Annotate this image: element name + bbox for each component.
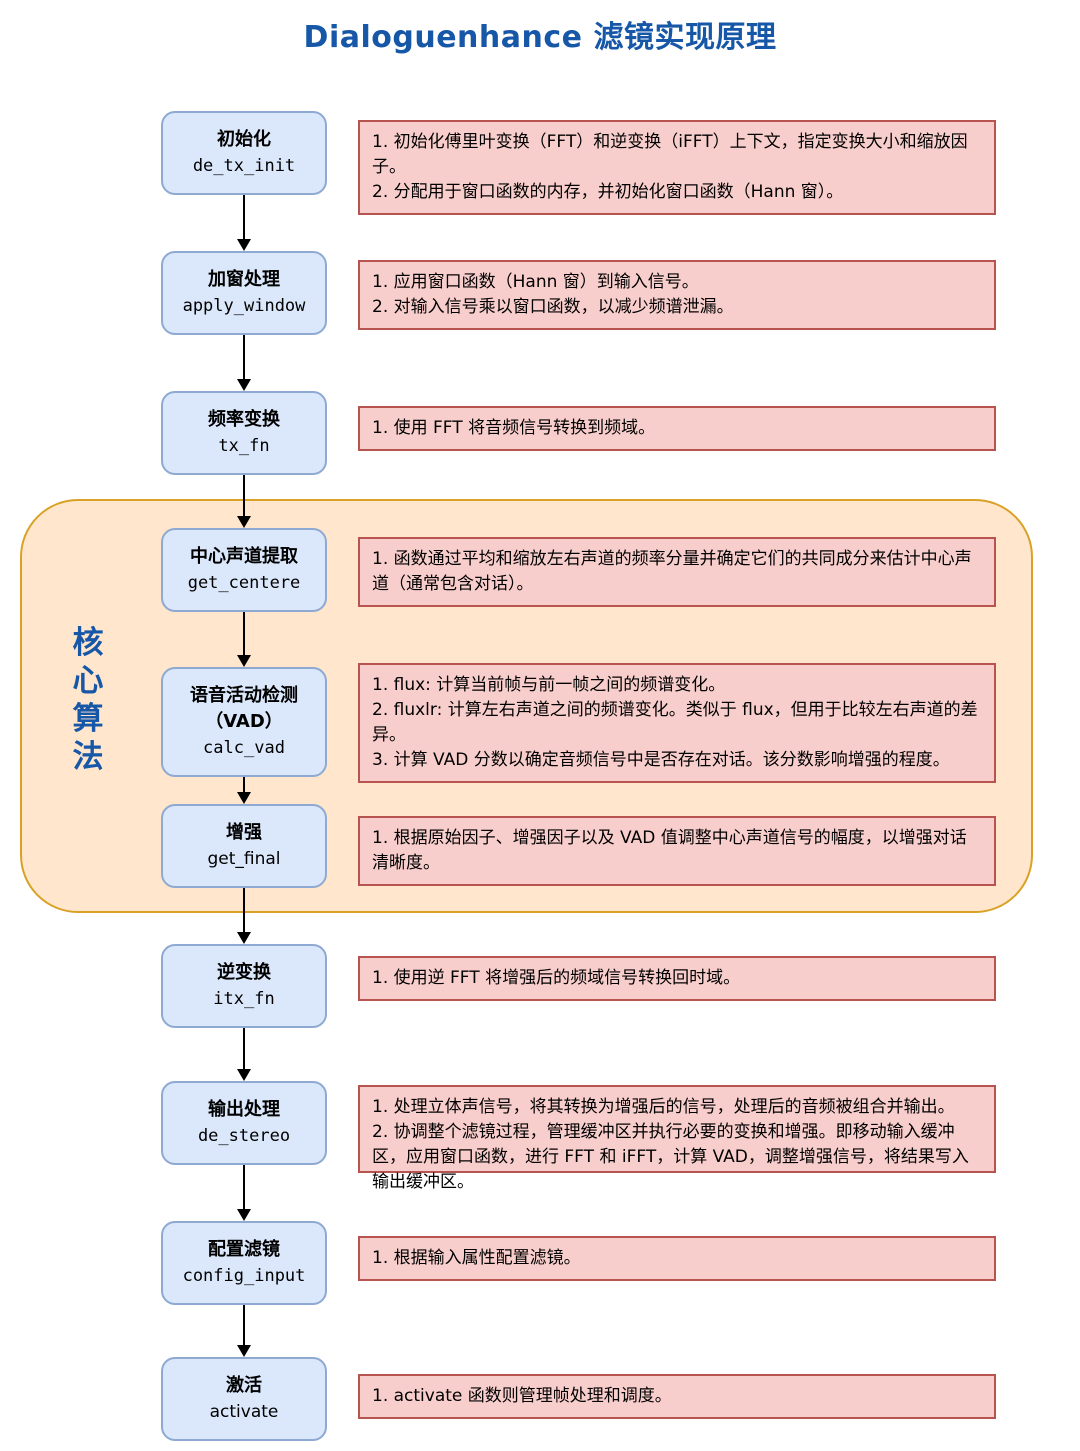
arrow-line — [243, 1028, 245, 1072]
arrow-line — [243, 335, 245, 382]
arrow-head-icon — [237, 1345, 251, 1357]
arrow-line — [243, 612, 245, 658]
node-tx-fn: 频率变换 tx_fn — [161, 391, 327, 475]
arrow-line — [243, 475, 245, 519]
node-title: 配置滤镜 — [208, 1239, 280, 1260]
node-code: calc_vad — [203, 738, 285, 758]
desc-get-centere: 1. 函数通过平均和缩放左右声道的频率分量并确定它们的共同成分来估计中心声道（通… — [358, 537, 996, 607]
flow-arrow-1 — [236, 195, 252, 251]
node-apply-window: 加窗处理 apply_window — [161, 251, 327, 335]
node-title-line2: （VAD） — [205, 711, 283, 732]
node-title: 激活 — [226, 1375, 262, 1396]
flow-arrow-9 — [236, 1305, 252, 1357]
desc-get-final: 1. 根据原始因子、增强因子以及 VAD 值调整中心声道信号的幅度，以增强对话清… — [358, 816, 996, 886]
node-title: 中心声道提取 — [190, 546, 298, 567]
desc-apply-window: 1. 应用窗口函数（Hann 窗）到输入信号。 2. 对输入信号乘以窗口函数，以… — [358, 260, 996, 330]
desc-tx-fn: 1. 使用 FFT 将音频信号转换到频域。 — [358, 406, 996, 451]
arrow-head-icon — [237, 239, 251, 251]
node-code: itx_fn — [213, 989, 275, 1009]
node-get-centere: 中心声道提取 get_centere — [161, 528, 327, 612]
node-calc-vad: 语音活动检测 （VAD） calc_vad — [161, 667, 327, 777]
arrow-head-icon — [237, 1209, 251, 1221]
desc-de-stereo: 1. 处理立体声信号，将其转换为增强后的信号，处理后的音频被组合并输出。 2. … — [358, 1085, 996, 1192]
flow-arrow-3 — [236, 475, 252, 528]
flow-arrow-7 — [236, 1028, 252, 1081]
desc-config-input: 1. 根据输入属性配置滤镜。 — [358, 1236, 996, 1281]
node-code: get_centere — [187, 573, 301, 593]
node-title: 初始化 — [217, 129, 271, 150]
node-de-stereo: 输出处理 de_stereo — [161, 1081, 327, 1165]
arrow-line — [243, 195, 245, 242]
node-config-input: 配置滤镜 config_input — [161, 1221, 327, 1305]
node-code: tx_fn — [218, 436, 270, 456]
node-title: 逆变换 — [217, 962, 271, 983]
desc-de-tx-init: 1. 初始化傅里叶变换（FFT）和逆变换（iFFT）上下文，指定变换大小和缩放因… — [358, 120, 996, 215]
node-activate: 激活 activate — [161, 1357, 327, 1441]
flow-arrow-4 — [236, 612, 252, 667]
node-code: apply_window — [182, 296, 306, 316]
arrow-head-icon — [237, 516, 251, 528]
arrow-line — [243, 888, 245, 935]
node-title: 加窗处理 — [208, 269, 280, 290]
arrow-line — [243, 1305, 245, 1348]
flow-arrow-2 — [236, 335, 252, 391]
arrow-head-icon — [237, 1069, 251, 1081]
arrow-head-icon — [237, 655, 251, 667]
node-title: 语音活动检测 — [190, 685, 298, 706]
flow-arrow-6 — [236, 888, 252, 944]
node-itx-fn: 逆变换 itx_fn — [161, 944, 327, 1028]
flow-arrow-8 — [236, 1165, 252, 1221]
flow-arrow-5 — [236, 777, 252, 804]
node-de-tx-init: 初始化 de_tx_init — [161, 111, 327, 195]
desc-calc-vad: 1. flux: 计算当前帧与前一帧之间的频谱变化。 2. fluxlr: 计算… — [358, 663, 996, 783]
node-title: 输出处理 — [208, 1099, 280, 1120]
node-get-final: 增强 get_final — [161, 804, 327, 888]
node-code: de_tx_init — [192, 156, 296, 176]
arrow-line — [243, 1165, 245, 1212]
desc-activate: 1. activate 函数则管理帧处理和调度。 — [358, 1374, 996, 1419]
page-title: Dialoguenhance 滤镜实现原理 — [303, 20, 777, 55]
node-code: de_stereo — [197, 1126, 291, 1146]
node-code: config_input — [182, 1266, 306, 1286]
node-code: activate — [209, 1402, 279, 1422]
arrow-head-icon — [237, 932, 251, 944]
arrow-head-icon — [237, 792, 251, 804]
node-title: 频率变换 — [208, 409, 280, 430]
core-algorithm-label: 核心算法 — [72, 625, 104, 775]
arrow-head-icon — [237, 379, 251, 391]
node-title: 增强 — [226, 822, 262, 843]
desc-itx-fn: 1. 使用逆 FFT 将增强后的频域信号转换回时域。 — [358, 956, 996, 1001]
arrow-line — [243, 777, 245, 795]
node-code: get_final — [207, 849, 281, 869]
